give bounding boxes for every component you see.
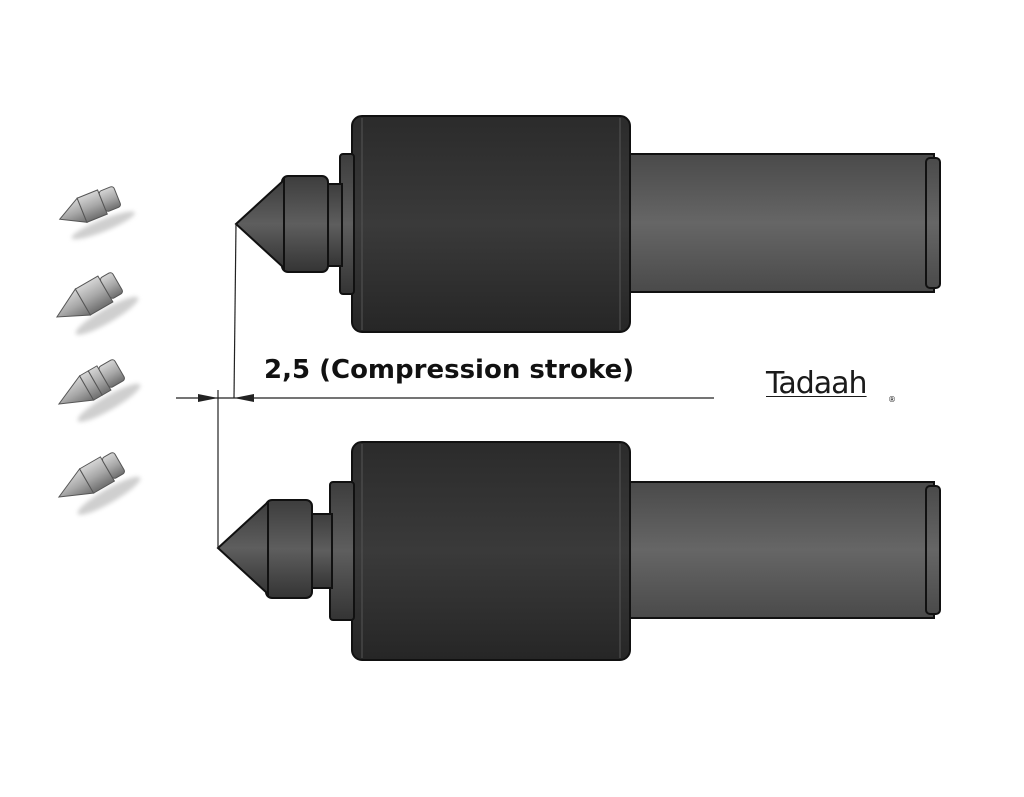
live-center-extended bbox=[234, 115, 941, 333]
shaft bbox=[627, 153, 935, 293]
cone-tip-icon bbox=[58, 186, 135, 240]
dimension-lines bbox=[176, 223, 714, 548]
cone-tip-icon bbox=[57, 452, 141, 515]
tip-holder bbox=[281, 175, 329, 273]
registered-mark: ® bbox=[888, 395, 896, 404]
replaceable-tips bbox=[55, 186, 141, 515]
shaft bbox=[627, 481, 935, 619]
cone-tip-icon bbox=[55, 272, 139, 335]
compression-stroke-label: 2,5 (Compression stroke) bbox=[264, 355, 635, 385]
extension-line-top bbox=[233, 223, 237, 399]
cone-point bbox=[234, 177, 285, 271]
bearing-body bbox=[351, 115, 631, 333]
arrow-head-right bbox=[234, 394, 254, 402]
cone-point bbox=[216, 499, 269, 597]
live-center-compressed bbox=[216, 441, 941, 661]
arrow-head-left bbox=[198, 394, 218, 402]
brand-logo: Tadaah bbox=[766, 366, 868, 401]
bearing-body bbox=[351, 441, 631, 661]
tip-holder bbox=[265, 499, 313, 599]
cone-tip-icon bbox=[57, 359, 141, 422]
